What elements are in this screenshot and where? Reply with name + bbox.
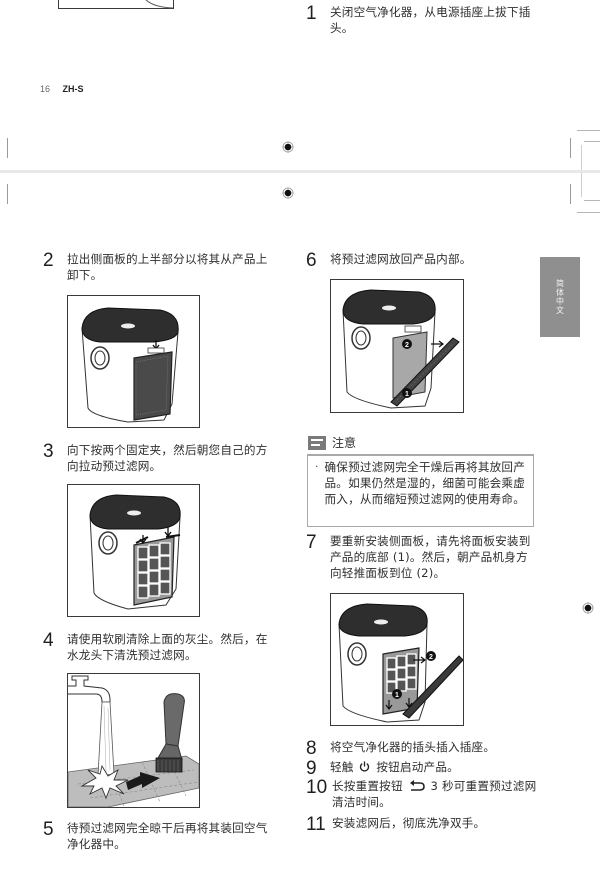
step-text: 待预过滤网完全晾干后再将其装回空气净化器中。: [67, 821, 268, 851]
note-box: · 确保预过滤网完全干燥后再将其放回产品。如果仍然是湿的，细菌可能会乘虚而入，从…: [307, 455, 534, 527]
page-number: 16: [40, 84, 51, 94]
step-7: 7 要重新安装侧面板，请先将面板安装到产品的底部 (1)。然后，朝产品机身方向轻…: [306, 533, 536, 581]
crop-mark: [7, 138, 8, 158]
step-8: 8 将空气净化器的插头插入插座。: [306, 739, 540, 759]
step-number: 11: [306, 814, 326, 835]
note-bullet: ·: [315, 460, 319, 473]
step-2: 2 拉出侧面板的上半部分以将其从产品上卸下。: [43, 251, 275, 283]
crop-mark: [577, 212, 600, 213]
reset-arrow-icon: [409, 780, 425, 791]
step-text: 拉出侧面板的上半部分以将其从产品上卸下。: [67, 252, 268, 282]
crop-mark: [570, 138, 571, 158]
registration-mark-icon: [282, 141, 294, 153]
step-10: 10 长按重置按钮 3 秒可重置预过滤网清洁时间。: [306, 778, 540, 810]
illustration-pre-filter-washing: [67, 673, 200, 808]
note-divider: [307, 454, 534, 455]
registration-mark-icon: [282, 187, 294, 199]
step-number: 8: [306, 738, 317, 759]
step-11: 11 安装滤网后，彻底洗净双手。: [306, 815, 540, 835]
step-number: 5: [43, 819, 54, 840]
step-4: 4 请使用软刷清除上面的灰尘。然后，在水龙头下清洗预过滤网。: [43, 631, 275, 663]
step-text: 请使用软刷清除上面的灰尘。然后，在水龙头下清洗预过滤网。: [67, 632, 268, 662]
crop-mark: [584, 200, 600, 201]
step-number: 7: [306, 532, 317, 553]
note-text: 确保预过滤网完全干燥后再将其放回产品。如果仍然是湿的，细菌可能会乘虚而入，从而缩…: [324, 460, 525, 506]
previous-page-image-fragment: [58, 0, 174, 9]
note-title: 注意: [332, 436, 357, 450]
step-text: 长按重置按钮 3 秒可重置预过滤网清洁时间。: [332, 779, 537, 809]
page-divider: [0, 170, 600, 173]
illustration-side-panel-reinstall: 2 1: [330, 593, 464, 726]
step-number: 3: [43, 441, 54, 462]
page-footer: 16 ZH-S: [40, 84, 84, 94]
step-text: 轻触 按钮启动产品。: [330, 760, 459, 774]
language-side-tab: 简体中文: [540, 257, 580, 337]
registration-mark-icon: [582, 602, 594, 614]
step-9: 9 轻触 按钮启动产品。: [306, 759, 540, 779]
crop-mark: [584, 141, 600, 142]
step-number: 6: [306, 250, 317, 271]
step-number: 9: [306, 758, 317, 779]
svg-text:2: 2: [405, 342, 409, 349]
crop-mark: [570, 184, 571, 204]
step-number: 10: [306, 777, 328, 798]
svg-text:1: 1: [395, 692, 399, 699]
step-text: 安装滤网后，彻底洗净双手。: [332, 816, 486, 830]
step-text: 向下按两个固定夹，然后朝您自己的方向拉动预过滤网。: [67, 443, 268, 473]
step-3: 3 向下按两个固定夹，然后朝您自己的方向拉动预过滤网。: [43, 442, 275, 474]
step-text: 将空气净化器的插头插入插座。: [330, 740, 496, 754]
svg-text:1: 1: [405, 391, 409, 398]
step-text: 要重新安装侧面板，请先将面板安装到产品的底部 (1)。然后，朝产品机身方向轻推面…: [330, 534, 531, 580]
step-text: 关闭空气净化器，从电源插座上拔下插头。: [330, 5, 531, 35]
step-number: 2: [43, 250, 54, 271]
note-header: 注意: [308, 434, 356, 451]
note-icon: [308, 435, 326, 450]
svg-text:2: 2: [429, 654, 433, 661]
illustration-side-panel-removal: [67, 295, 200, 428]
step-6: 6 将预过滤网放回产品内部。: [306, 251, 536, 271]
step-number: 4: [43, 630, 54, 651]
step-1: 1 关闭空气净化器，从电源插座上拔下插头。: [306, 4, 536, 36]
step-text: 将预过滤网放回产品内部。: [330, 252, 472, 266]
step-5: 5 待预过滤网完全晾干后再将其装回空气净化器中。: [43, 820, 275, 852]
crop-mark: [7, 184, 8, 204]
illustration-pre-filter-reinsertion: 2 1: [330, 279, 464, 413]
language-side-tab-label: 简体中文: [555, 279, 565, 315]
step-number: 1: [306, 3, 317, 24]
language-code: ZH-S: [62, 84, 84, 94]
power-icon: [360, 761, 370, 772]
crop-mark: [577, 130, 600, 131]
illustration-pre-filter-pull: [67, 484, 200, 617]
